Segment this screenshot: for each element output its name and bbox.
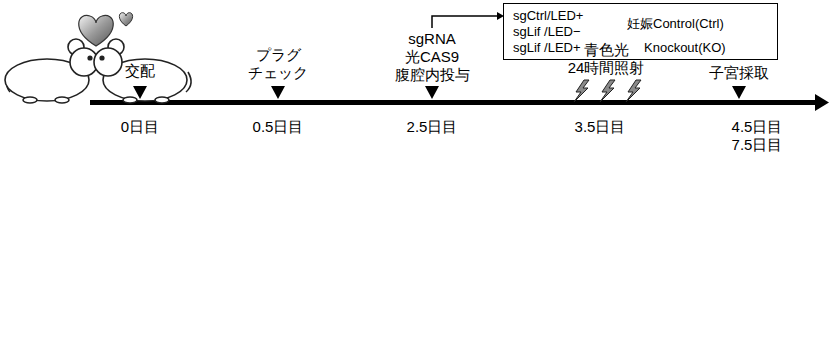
day-label: 0.5日目 (253, 118, 304, 136)
box-text: sgLif /LED− (513, 24, 581, 40)
day-label: 3.5日目 (575, 118, 626, 136)
event-label: 子宮採取 (709, 64, 769, 82)
day-label: 4.5日目 7.5日目 (732, 118, 783, 154)
box-text: 妊娠Control(Ctrl) (627, 16, 724, 32)
box-text: sgCtrl/LED+ (513, 8, 583, 24)
heart-icon (79, 15, 114, 46)
heart-icon (119, 13, 132, 26)
event-label: 青色光 24時間照射 (568, 41, 645, 77)
timeline-arrowhead (815, 94, 829, 111)
event-label: sgRNA 光CAS9 腹腔内投与 (395, 30, 470, 84)
mouse-figure (5, 39, 98, 103)
box-text: Knockout(KO) (644, 40, 726, 56)
event-marker (133, 86, 147, 99)
event-label: 交配 (125, 62, 155, 80)
event-marker (425, 86, 439, 99)
leader-arrow (432, 16, 497, 28)
event-marker (271, 86, 285, 99)
day-label: 0日目 (121, 118, 159, 136)
day-label: 2.5日目 (407, 118, 458, 136)
timeline-bar (90, 100, 816, 105)
group-box: sgCtrl/LED+sgLif /LED−sgLif /LED+ 妊娠Contr… (503, 3, 778, 60)
box-text: sgLif /LED+ (513, 40, 581, 56)
event-label: プラグ チェック (248, 46, 308, 82)
event-marker (732, 86, 746, 99)
mouse-figure (94, 39, 191, 103)
light-bolt (574, 80, 641, 102)
